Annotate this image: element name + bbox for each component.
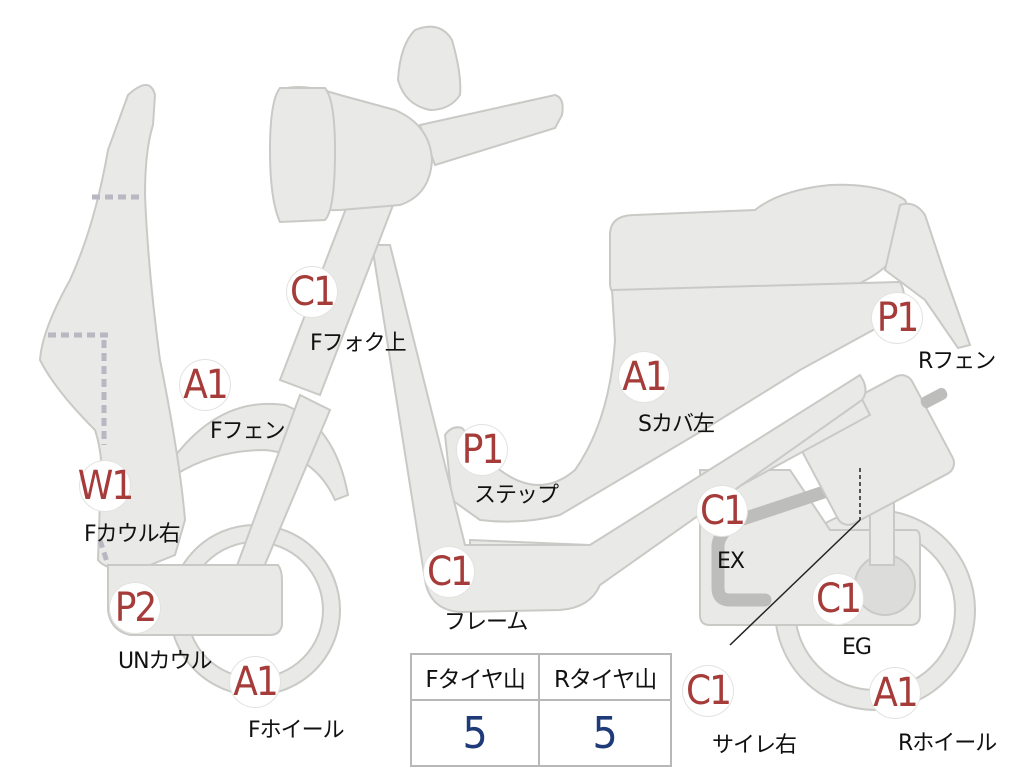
grade-badge-front-cowl-right[interactable]: W1 (77, 461, 134, 511)
handlebar-shape (268, 25, 564, 224)
part-label-under-cowl: UNカウル (118, 649, 213, 674)
part-label-muffler-right: サイレ右 (712, 733, 797, 758)
rear-tire-tread-value: 5 (538, 699, 672, 767)
part-label-rear-fender: Rフェン (918, 349, 996, 374)
grade-badge-engine[interactable]: C1 (813, 574, 863, 624)
frame-tube-shape (370, 244, 867, 614)
grade-badge-rear-wheel[interactable]: A1 (870, 668, 920, 718)
tire-tread-table: Fタイヤ山 Rタイヤ山 5 5 (409, 653, 672, 767)
muffler-pointer-lines (729, 468, 861, 646)
front-fork-shape (226, 183, 397, 602)
grade-badge-exhaust[interactable]: C1 (697, 486, 747, 536)
front-tire-tread-value: 5 (409, 699, 541, 767)
part-label-exhaust: EX (717, 549, 745, 574)
part-label-engine: EG (842, 635, 872, 660)
part-label-frame: フレーム (444, 610, 528, 635)
grade-badge-under-cowl[interactable]: P2 (110, 583, 160, 633)
cowl-seams (48, 194, 140, 566)
part-label-front-cowl-right: Fカウル右 (84, 522, 181, 547)
grade-badge-muffler-right[interactable]: C1 (683, 666, 733, 716)
grade-badge-side-cover-left[interactable]: A1 (619, 352, 669, 402)
grade-badge-front-fork-upper[interactable]: C1 (287, 267, 337, 317)
part-label-front-fork-upper: Fフォク上 (310, 331, 407, 356)
grade-badge-front-wheel[interactable]: A1 (230, 657, 280, 707)
part-label-rear-wheel: Rホイール (898, 731, 997, 756)
part-label-step: ステップ (474, 483, 559, 508)
part-label-front-fender: Fフェン (210, 419, 286, 444)
rear-tire-tread-header: Rタイヤ山 (538, 653, 672, 701)
grade-badge-step[interactable]: P1 (457, 425, 507, 475)
tail-shape (883, 202, 972, 350)
grade-badge-rear-fender[interactable]: P1 (872, 293, 922, 343)
grade-badge-frame[interactable]: C1 (424, 547, 474, 597)
part-label-side-cover-left: Sカバ左 (638, 412, 715, 437)
front-tire-tread-header: Fタイヤ山 (409, 653, 541, 701)
grade-badge-front-fender[interactable]: A1 (180, 360, 230, 410)
part-label-front-wheel: Fホイール (248, 718, 345, 743)
muffler-shape (795, 374, 955, 526)
